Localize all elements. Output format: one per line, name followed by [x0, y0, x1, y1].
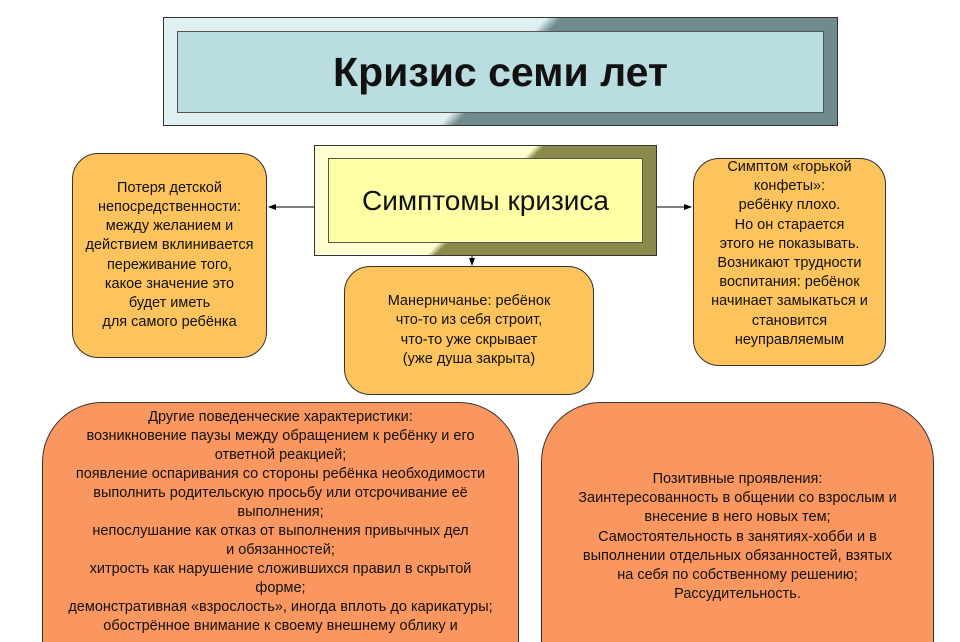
bitter-candy-text: Симптом «горькой конфеты»: ребёнку плохо… [711, 159, 868, 348]
symptoms-heading: Симптомы кризиса [328, 158, 643, 243]
lost-spontaneity-box: Потеря детской непосредственности: между… [72, 153, 267, 358]
bitter-candy-box: Симптом «горькой конфеты»: ребёнку плохо… [693, 158, 886, 366]
behavior-traits-box: Другие поведенческие характеристики: воз… [42, 402, 519, 642]
title-box: Кризис семи лет [163, 17, 838, 126]
page-title: Кризис семи лет [177, 31, 824, 113]
symptoms-box: Симптомы кризиса [314, 145, 657, 256]
mannerism-box: Манерничанье: ребёнок что-то из себя стр… [344, 266, 594, 395]
positive-traits-box: Позитивные проявления: Заинтересованност… [541, 402, 934, 642]
